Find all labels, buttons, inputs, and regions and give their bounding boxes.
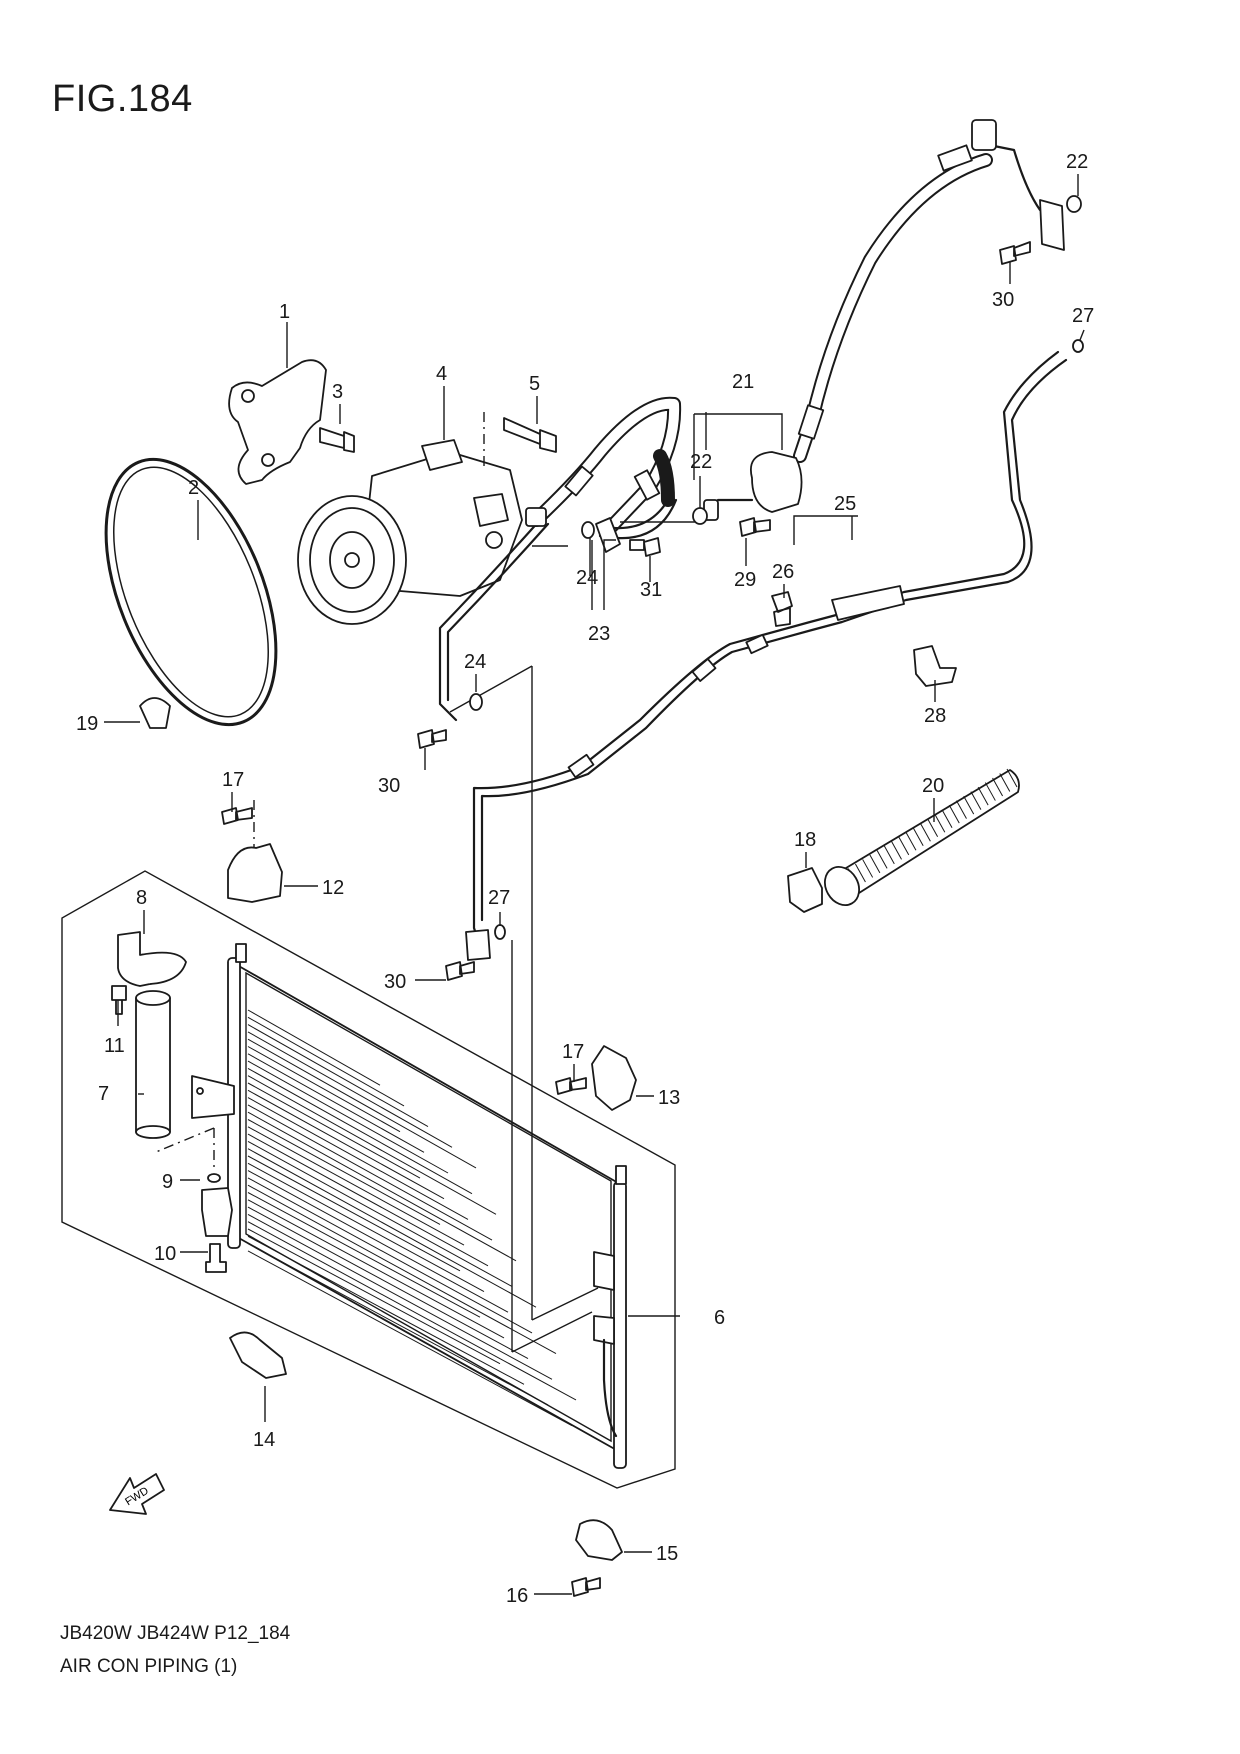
model-code: JB420W JB424W P12_184 [60,1623,291,1644]
callout-30b: 30 [384,971,406,993]
bolt-29 [739,517,771,537]
pipe-clamp-12 [227,843,283,903]
callouts: 1 2 3 4 5 6 7 8 9 10 11 12 13 14 15 16 1… [76,151,1094,1607]
drive-belt [104,457,278,727]
bracket-bolt [319,427,355,453]
callout-13: 13 [658,1087,680,1109]
compressor-suction-pipe [595,449,678,553]
callout-17b: 17 [562,1041,584,1063]
pulley-cap [139,697,171,729]
callout-12: 12 [322,877,344,899]
muffler [702,451,803,521]
callout-9: 9 [162,1171,173,1193]
bolt-16 [571,1577,601,1597]
dryer-clamp [117,931,187,987]
callout-11: 11 [104,1035,125,1057]
callout-30a: 30 [378,775,400,797]
callout-6: 6 [714,1307,725,1329]
o-ring-27a [1072,339,1084,353]
compressor-bracket [228,359,327,485]
fitting-cap [525,507,547,527]
bolt-17b [555,1077,587,1095]
callout-20: 20 [922,775,944,797]
callout-30c: 30 [992,289,1014,311]
callout-24a: 24 [576,567,598,589]
bolt-17a [221,807,253,825]
callout-10: 10 [154,1243,176,1265]
condenser-clamp-15 [575,1519,623,1561]
discharge-hose [529,396,682,533]
callout-14: 14 [253,1429,275,1451]
callout-27b: 27 [488,887,510,909]
o-ring-24a [581,521,595,539]
dryer-bolt [205,1243,227,1273]
dryer-plug [201,1187,233,1237]
bolt-30c [999,241,1031,265]
bolt-30a [417,729,447,749]
callout-25: 25 [834,493,856,515]
callout-22b: 22 [690,451,712,473]
callout-15: 15 [656,1543,678,1565]
o-ring-22a [1066,195,1082,213]
o-ring-24b [469,693,483,711]
fwd-arrow-icon: FWD [109,1473,165,1515]
ac-compressor [297,439,523,625]
callout-23: 23 [588,623,610,645]
pipe-clamp-13 [591,1045,637,1111]
figure-title: FIG.184 [52,78,193,120]
callout-5: 5 [529,373,540,395]
hose-holder [787,867,823,913]
callout-8: 8 [136,887,147,909]
callout-1: 1 [279,301,290,323]
callout-17a: 17 [222,769,244,791]
pressure-switch [771,591,793,627]
callout-22a: 22 [1066,151,1088,173]
callout-31: 31 [640,579,662,601]
callout-2: 2 [188,477,199,499]
hose-insulator [824,768,1020,906]
bolt-31 [629,537,661,557]
callout-24b: 24 [464,651,486,673]
callout-18: 18 [794,829,816,851]
dryer-screw [111,985,127,1015]
callout-3: 3 [332,381,343,403]
condenser-fins [247,1009,577,1427]
callout-26: 26 [772,561,794,583]
condenser-outlet-pipe [465,350,1068,961]
callout-19: 19 [76,713,98,735]
callout-29: 29 [734,569,756,591]
suction-hose [793,119,1065,463]
callout-21: 21 [732,371,754,393]
o-ring-27b [494,924,506,940]
figure-caption: AIR CON PIPING (1) [60,1656,238,1677]
o-ring-22b [692,507,708,525]
condenser-assembly [61,870,676,1489]
callout-7: 7 [98,1083,109,1105]
compressor-bolt [503,417,557,453]
callout-28: 28 [924,705,946,727]
dryer-o-ring [207,1173,221,1183]
pipe-clamp-28 [913,645,957,687]
callout-16: 16 [506,1585,528,1607]
callout-27a: 27 [1072,305,1094,327]
receiver-dryer [135,990,171,1139]
compressor-to-condenser-pipe [438,518,542,722]
bolt-30b [445,961,475,981]
condenser-clamp-14 [229,1331,287,1379]
callout-4: 4 [436,363,447,385]
